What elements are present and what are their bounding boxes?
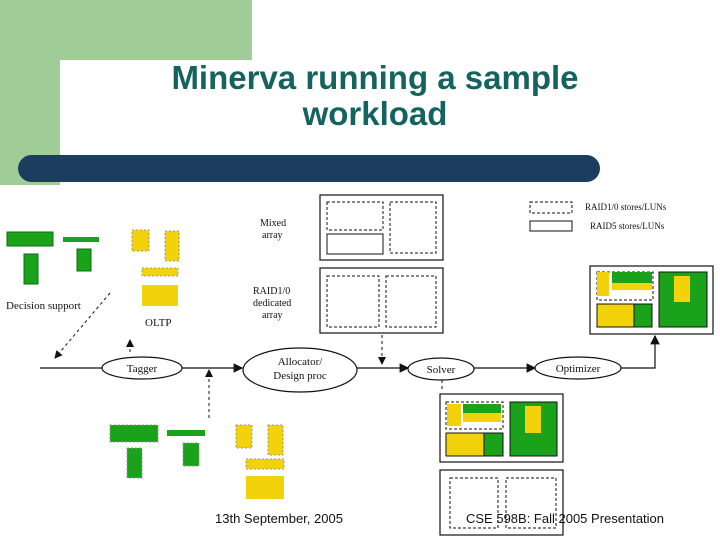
tagger-to-decision-support-arrow bbox=[54, 292, 111, 359]
raid10-label-3: array bbox=[262, 310, 283, 321]
allocator-stage: Allocator/ Design proc bbox=[242, 347, 358, 393]
legend: RAID1/0 stores/LUNs RAID5 stores/LUNs bbox=[529, 201, 667, 232]
solver-stage: Solver bbox=[407, 357, 475, 381]
solver-layout bbox=[439, 393, 564, 463]
tagger-stage: Tagger bbox=[101, 356, 183, 380]
oltp-label: OLTP bbox=[145, 317, 172, 329]
footer-date: 13th September, 2005 bbox=[215, 511, 343, 526]
raid10-label-2: dedicated bbox=[253, 298, 291, 309]
optimizer-label: Optimizer bbox=[556, 363, 601, 375]
legend-raid10-label: RAID1/0 stores/LUNs bbox=[585, 202, 667, 212]
tagger-label: Tagger bbox=[127, 363, 158, 375]
title-panel bbox=[60, 60, 720, 160]
corner-accent bbox=[0, 0, 252, 60]
raid10-dedicated-array: RAID1/0 dedicated array bbox=[253, 267, 444, 334]
allocator-label-1: Allocator/ bbox=[278, 356, 324, 368]
title-divider-bar bbox=[18, 155, 600, 182]
input-workload bbox=[109, 424, 285, 499]
solver-label: Solver bbox=[427, 364, 456, 376]
optimized-layout bbox=[589, 265, 714, 335]
empty-layout bbox=[439, 469, 564, 536]
raid10-label-1: RAID1/0 bbox=[253, 286, 290, 297]
oltp-workload: OLTP bbox=[131, 229, 180, 329]
mixed-array-label-2: array bbox=[262, 230, 283, 241]
allocator-label-2: Design proc bbox=[273, 370, 327, 382]
mixed-array: Mixed array bbox=[260, 194, 444, 261]
mixed-array-label-1: Mixed bbox=[260, 218, 286, 229]
decision-support-label: Decision support bbox=[6, 300, 81, 312]
legend-raid5-label: RAID5 stores/LUNs bbox=[590, 221, 665, 231]
optimizer-stage: Optimizer bbox=[534, 356, 622, 380]
optimizer-to-output-arrow bbox=[621, 334, 660, 369]
slide-title: Minerva running a sample workload bbox=[171, 59, 579, 132]
decision-support-workload: Decision support bbox=[6, 231, 99, 312]
footer-course: CSE 598B: Fall 2005 Presentation bbox=[466, 511, 665, 526]
